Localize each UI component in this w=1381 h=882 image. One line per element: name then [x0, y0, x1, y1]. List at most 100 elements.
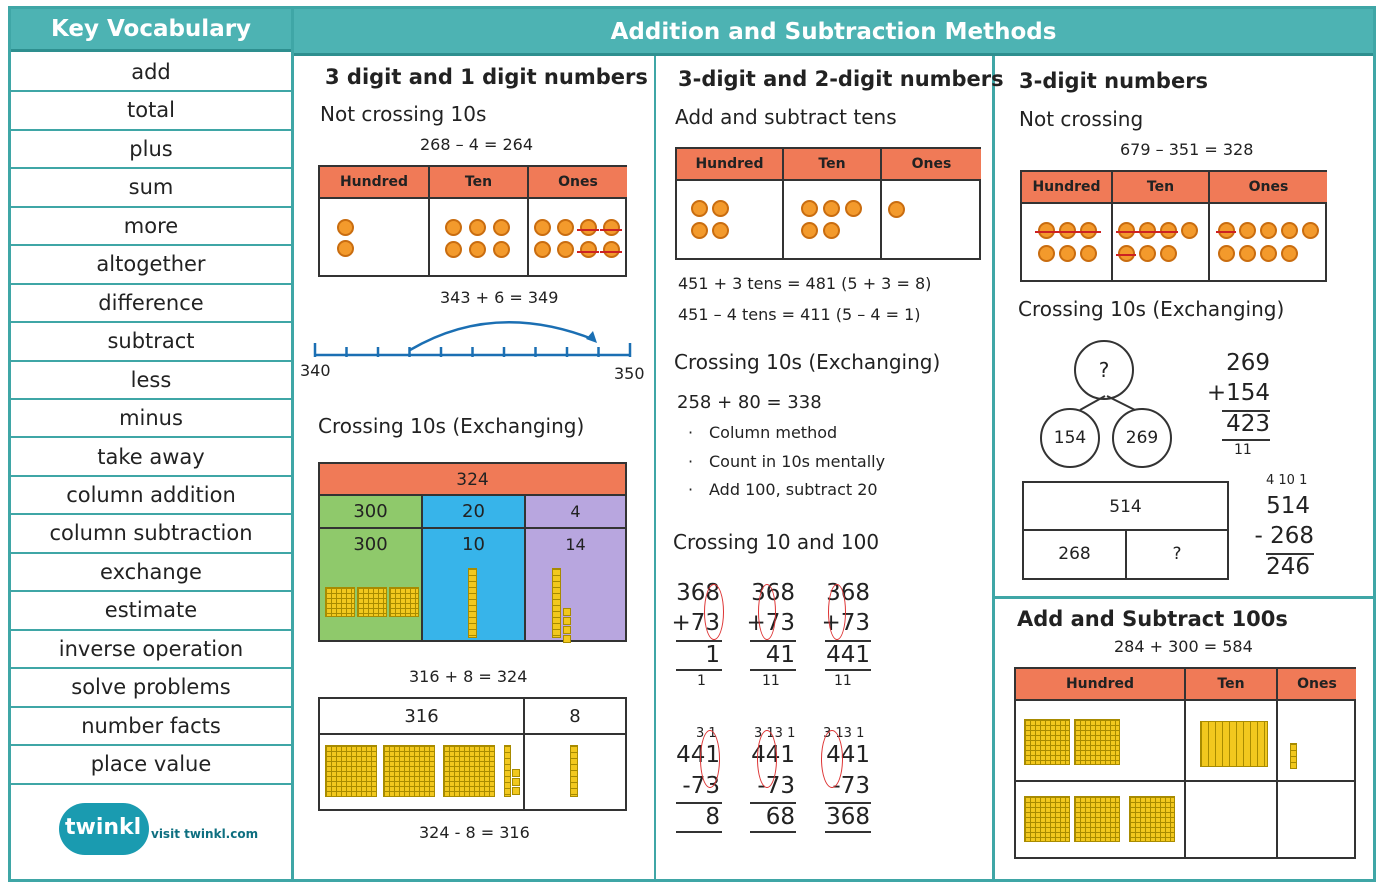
col3-eq1: 679 – 351 = 328 [1120, 140, 1254, 159]
red-circle [758, 584, 776, 640]
vocab-item: number facts [11, 708, 291, 747]
sub-minuend: 514 [1266, 493, 1310, 519]
vocab-item: difference [11, 285, 291, 324]
bm-divider [523, 735, 525, 809]
pv-header-hundred: Hundred [1022, 172, 1113, 204]
twinkl-link[interactable]: visit twinkl.com [151, 827, 259, 841]
counter [603, 241, 620, 258]
vocab-item: column addition [11, 477, 291, 516]
counter [1160, 222, 1177, 239]
col2-eq3: 258 + 80 = 338 [677, 392, 822, 413]
ones-column [1290, 743, 1297, 769]
hundred-block [1024, 796, 1070, 842]
bm-part: ? [1172, 544, 1182, 564]
rule [750, 802, 796, 804]
rule [1222, 439, 1270, 441]
col3-sub1: Not crossing [1019, 107, 1144, 131]
rule [1266, 553, 1314, 555]
rule [676, 802, 722, 804]
ten-rods [1200, 721, 1268, 767]
counter [712, 222, 729, 239]
pv-col [428, 199, 430, 277]
bar-cell: 300 [320, 529, 423, 561]
cross-out [600, 251, 622, 253]
unit-cube [563, 617, 571, 625]
bullet-dot: · [688, 423, 694, 442]
counter [1080, 222, 1097, 239]
unit-cube [563, 608, 571, 616]
number-line [313, 321, 632, 357]
counter [1139, 245, 1156, 262]
rule [825, 802, 871, 804]
pv-row-divider [1016, 780, 1354, 782]
bullet-item: Column method [709, 423, 838, 442]
pv-col [782, 181, 784, 260]
counter [1181, 222, 1198, 239]
hundred-block [1129, 796, 1175, 842]
bullet-dot: · [688, 480, 694, 499]
nl-start-label: 340 [300, 361, 331, 380]
counter [1118, 245, 1135, 262]
sub-result: 246 [1266, 554, 1310, 580]
pv-header-ten: Ten [1186, 669, 1278, 701]
divider [992, 56, 995, 882]
unit-cube [512, 778, 520, 786]
bullet-dot: · [688, 452, 694, 471]
vocab-item: place value [11, 746, 291, 785]
counter [1080, 245, 1097, 262]
hundred-block [389, 587, 419, 617]
pv-col [1276, 701, 1278, 857]
bar-base [526, 561, 625, 640]
counter [1118, 222, 1135, 239]
counter [1260, 245, 1277, 262]
counter [1239, 245, 1256, 262]
unit-cube [512, 769, 520, 777]
vocab-item: minus [11, 400, 291, 439]
hundred-block [1074, 719, 1120, 765]
pv-chart-3: Hundred Ten Ones [1020, 170, 1327, 282]
vocab-item: estimate [11, 592, 291, 631]
col3-sub2: Crossing 10s (Exchanging) [1018, 297, 1285, 321]
pv-col [1111, 204, 1113, 282]
vocab-item: sum [11, 169, 291, 208]
counter [557, 241, 574, 258]
vocab-item: less [11, 362, 291, 401]
bar-model-316: 316 8 [318, 697, 627, 811]
col2-sub1: Add and subtract tens [675, 105, 897, 129]
bar-cell: 4 [526, 496, 625, 529]
vocab-item: take away [11, 439, 291, 477]
carry: 11 [762, 673, 780, 689]
divider [995, 596, 1373, 599]
col1-sub2: Crossing 10s (Exchanging) [318, 414, 585, 438]
rule [825, 669, 871, 671]
pv-col [880, 181, 882, 260]
pv-col [527, 199, 529, 277]
rule [825, 831, 871, 833]
sum-result: 423 [1226, 411, 1270, 437]
hundred-block [383, 745, 435, 797]
bar-model-514: 514 268 ? [1022, 481, 1229, 580]
carry: 1 [697, 673, 706, 689]
counter [534, 219, 551, 236]
hundred-block [325, 745, 377, 797]
bar-cell: 14 [526, 529, 625, 561]
vocab-item: add [11, 54, 291, 93]
counter [1059, 245, 1076, 262]
pv-header-ones: Ones [1210, 172, 1327, 204]
vocab-item: inverse operation [11, 631, 291, 670]
counter [337, 219, 354, 236]
rule [676, 640, 722, 642]
counter [1218, 222, 1235, 239]
bar-cell: 300 [320, 496, 423, 529]
col3-eq2: 284 + 300 = 584 [1114, 637, 1253, 656]
counter [1160, 245, 1177, 262]
pv-col [1184, 701, 1186, 857]
cross-out [600, 229, 622, 231]
pv-header-hundred: Hundred [1016, 669, 1186, 701]
pv-header-ones: Ones [882, 149, 981, 181]
counter [469, 219, 486, 236]
counter [603, 219, 620, 236]
vocab-item: column subtraction [11, 515, 291, 554]
rule [750, 831, 796, 833]
counter [1218, 245, 1235, 262]
